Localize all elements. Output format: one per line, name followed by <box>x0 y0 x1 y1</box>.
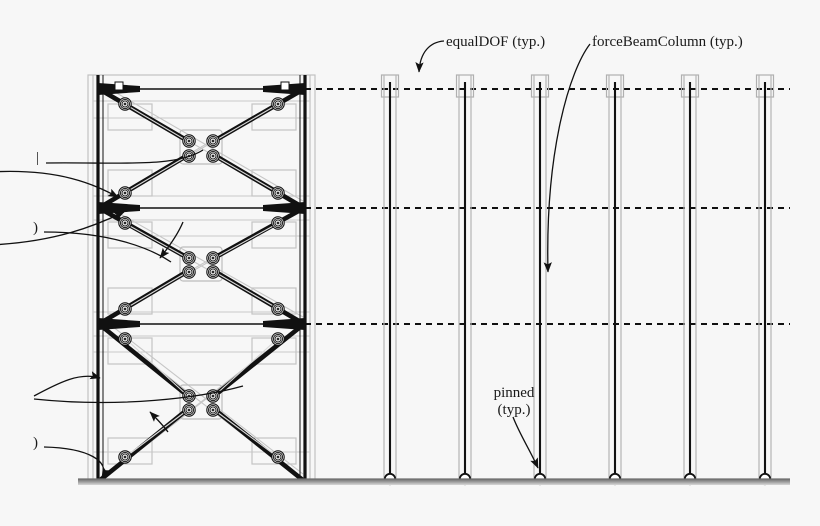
leaning-column <box>530 74 550 486</box>
leaning-columns <box>380 74 775 486</box>
leader-left-lower <box>33 371 101 397</box>
leaning-column <box>680 74 700 486</box>
label-forcebeamcolumn: forceBeamColumn (typ.) <box>592 34 743 50</box>
leader-left-lower-b <box>33 385 244 404</box>
cropped-label-middle: ) <box>33 220 38 236</box>
cropped-label-upper: | <box>36 150 40 166</box>
leader-lines <box>0 40 591 478</box>
leaning-column <box>605 74 625 486</box>
leaning-column <box>380 74 400 486</box>
brace-inner-lines <box>127 105 276 456</box>
leader-left-middle-b <box>0 211 125 246</box>
roof-node-markers <box>114 81 290 91</box>
leaning-column <box>455 74 475 486</box>
frame-beams <box>98 83 305 330</box>
frame-columns <box>96 75 307 481</box>
label-equaldof: equalDOF (typ.) <box>446 34 546 50</box>
equaldof-links <box>305 88 790 325</box>
leader-left-upper-b <box>0 170 119 198</box>
leader-equaldof <box>415 40 445 73</box>
leader-pinned <box>512 416 539 469</box>
ground-line <box>78 478 790 485</box>
leaning-column <box>755 74 775 486</box>
leader-forcebeamcolumn <box>543 43 591 273</box>
frame-ghost-outline <box>87 74 316 482</box>
leader-left-upper <box>45 149 204 164</box>
leader-mid-beam <box>159 221 184 259</box>
cropped-label-lower: ) <box>33 435 38 451</box>
frame-ghost-connections <box>107 103 297 465</box>
leader-lower-brace <box>149 411 169 433</box>
label-pinned: pinned (typ.) <box>493 385 535 419</box>
frame-ghost-floorbands <box>93 100 310 453</box>
braced-frame <box>87 74 316 484</box>
leader-left-base <box>43 446 111 478</box>
brace-elements <box>96 86 307 484</box>
